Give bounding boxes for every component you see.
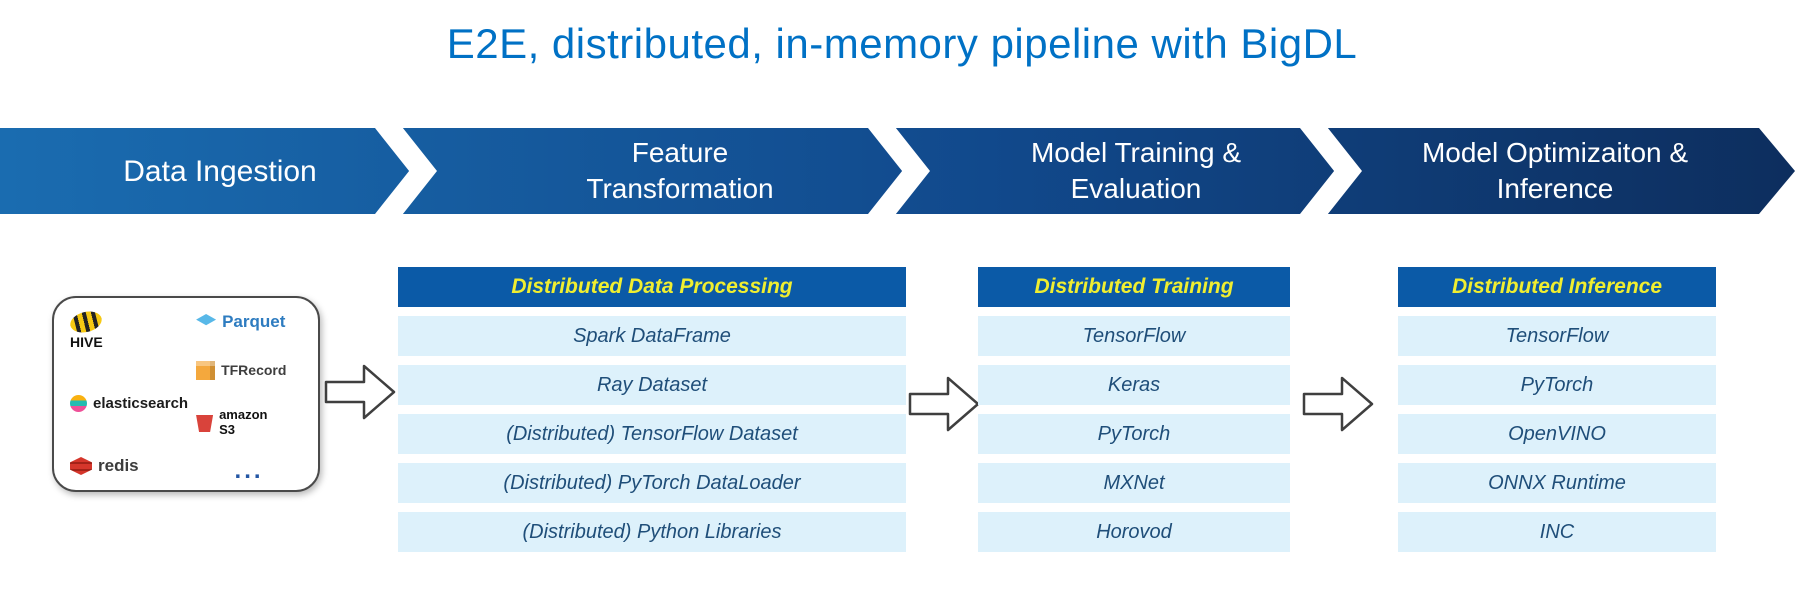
data-sources-box: HIVE elasticsearch redis Parquet TFRecor… [52, 296, 320, 492]
table-distributed-data-processing: Distributed Data Processing Spark DataFr… [398, 267, 906, 552]
stage-model-training-evaluation: Model Training & Evaluation [1030, 136, 1242, 204]
parquet-label: Parquet [222, 312, 286, 331]
table-distributed-inference: Distributed Inference TensorFlow PyTorch… [1398, 267, 1716, 552]
elasticsearch-logo: elasticsearch [70, 394, 189, 412]
amazon-s3-label: amazon S3 [219, 407, 268, 437]
diagram-title: E2E, distributed, in-memory pipeline wit… [446, 20, 1358, 67]
sources-column-left: HIVE elasticsearch redis [68, 308, 189, 476]
parquet-icon [196, 314, 217, 326]
table-row: ONNX Runtime [1398, 463, 1716, 503]
table-row: OpenVINO [1398, 414, 1716, 454]
stage-data-ingestion: Data Ingestion [123, 154, 317, 188]
table-row: PyTorch [1398, 365, 1716, 405]
elasticsearch-icon [70, 394, 87, 412]
hive-bee-icon [68, 308, 105, 336]
flow-arrow-icon [908, 376, 980, 432]
stage-model-optimization-inference: Model Optimizaiton & Inference [1421, 136, 1689, 204]
redis-logo: redis [70, 456, 188, 476]
table-row: Keras [978, 365, 1290, 405]
redis-icon [70, 457, 92, 475]
redis-label: redis [98, 456, 139, 475]
table-row: INC [1398, 512, 1716, 552]
hive-logo: HIVE [68, 308, 105, 350]
elasticsearch-label: elasticsearch [93, 394, 189, 412]
table-row: (Distributed) Python Libraries [398, 512, 906, 552]
tfrecord-icon [196, 360, 216, 380]
hive-label: HIVE [70, 334, 103, 350]
table-row: MXNet [978, 463, 1290, 503]
tfrecord-label: TFRecord [221, 362, 287, 378]
sources-column-right: Parquet TFRecord amazon S3 ... [196, 312, 302, 485]
table-row: TensorFlow [978, 316, 1290, 356]
parquet-logo: Parquet [196, 312, 302, 332]
amazon-s3-logo: amazon S3 [196, 407, 302, 438]
flow-arrow-icon [324, 364, 396, 420]
table-header: Distributed Inference [1398, 267, 1716, 307]
stage-feature-transformation: Feature Transformation [586, 136, 774, 204]
table-row: Ray Dataset [398, 365, 906, 405]
table-distributed-training: Distributed Training TensorFlow Keras Py… [978, 267, 1290, 552]
table-row: Spark DataFrame [398, 316, 906, 356]
table-header: Distributed Data Processing [398, 267, 906, 307]
table-row: Horovod [978, 512, 1290, 552]
table-row: TensorFlow [1398, 316, 1716, 356]
tfrecord-logo: TFRecord [196, 360, 302, 380]
table-row: PyTorch [978, 414, 1290, 454]
more-sources-ellipsis: ... [234, 457, 264, 485]
amazon-s3-bucket-icon [196, 414, 214, 433]
table-row: (Distributed) PyTorch DataLoader [398, 463, 906, 503]
table-row: (Distributed) TensorFlow Dataset [398, 414, 906, 454]
table-header: Distributed Training [978, 267, 1290, 307]
flow-arrow-icon [1302, 376, 1374, 432]
